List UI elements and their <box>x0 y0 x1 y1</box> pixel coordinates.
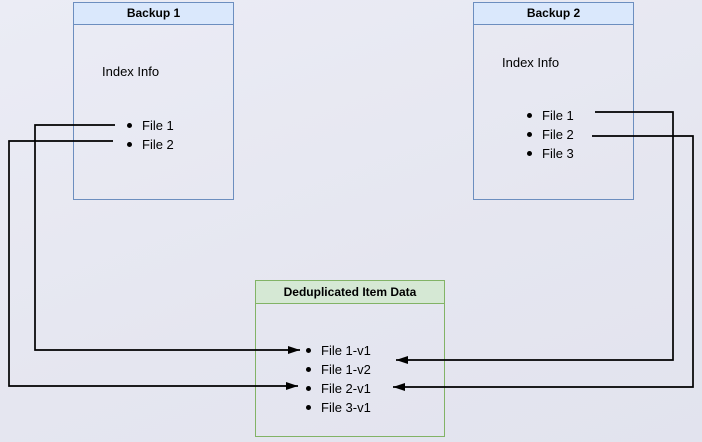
dedup-box: Deduplicated Item Data File 1-v1 File 1-… <box>255 280 445 437</box>
bullet-icon <box>306 386 311 391</box>
bullet-icon <box>127 142 132 147</box>
list-item: File 2 <box>527 125 574 144</box>
backup1-index-info-label: Index Info <box>102 64 160 79</box>
bullet-icon <box>527 132 532 137</box>
file-label: File 2 <box>142 137 174 152</box>
list-item: File 1 <box>527 106 574 125</box>
file-label: File 1 <box>542 108 574 123</box>
backup2-box: Backup 2 Index Info File 1 File 2 File 3 <box>473 2 634 200</box>
bullet-icon <box>306 348 311 353</box>
list-item: File 1-v2 <box>306 360 371 379</box>
file-label: File 1-v2 <box>321 362 371 377</box>
backup1-file-list: File 1 File 2 <box>127 116 174 154</box>
bullet-icon <box>527 151 532 156</box>
bullet-icon <box>127 123 132 128</box>
file-label: File 1 <box>142 118 174 133</box>
list-item: File 3-v1 <box>306 398 371 417</box>
list-item: File 1 <box>127 116 174 135</box>
list-item: File 2-v1 <box>306 379 371 398</box>
file-label: File 1-v1 <box>321 343 371 358</box>
list-item: File 3 <box>527 144 574 163</box>
dedup-title: Deduplicated Item Data <box>256 281 444 304</box>
dedup-file-list: File 1-v1 File 1-v2 File 2-v1 File 3-v1 <box>306 341 371 417</box>
list-item: File 1-v1 <box>306 341 371 360</box>
bullet-icon <box>306 405 311 410</box>
file-label: File 2 <box>542 127 574 142</box>
bullet-icon <box>306 367 311 372</box>
backup1-title: Backup 1 <box>74 3 233 25</box>
file-label: File 3 <box>542 146 574 161</box>
file-label: File 3-v1 <box>321 400 371 415</box>
list-item: File 2 <box>127 135 174 154</box>
bullet-icon <box>527 113 532 118</box>
file-label: File 2-v1 <box>321 381 371 396</box>
backup1-box: Backup 1 Index Info File 1 File 2 <box>73 2 234 200</box>
backup2-title: Backup 2 <box>474 3 633 25</box>
backup2-file-list: File 1 File 2 File 3 <box>527 106 574 163</box>
backup2-index-info-label: Index Info <box>502 55 560 70</box>
